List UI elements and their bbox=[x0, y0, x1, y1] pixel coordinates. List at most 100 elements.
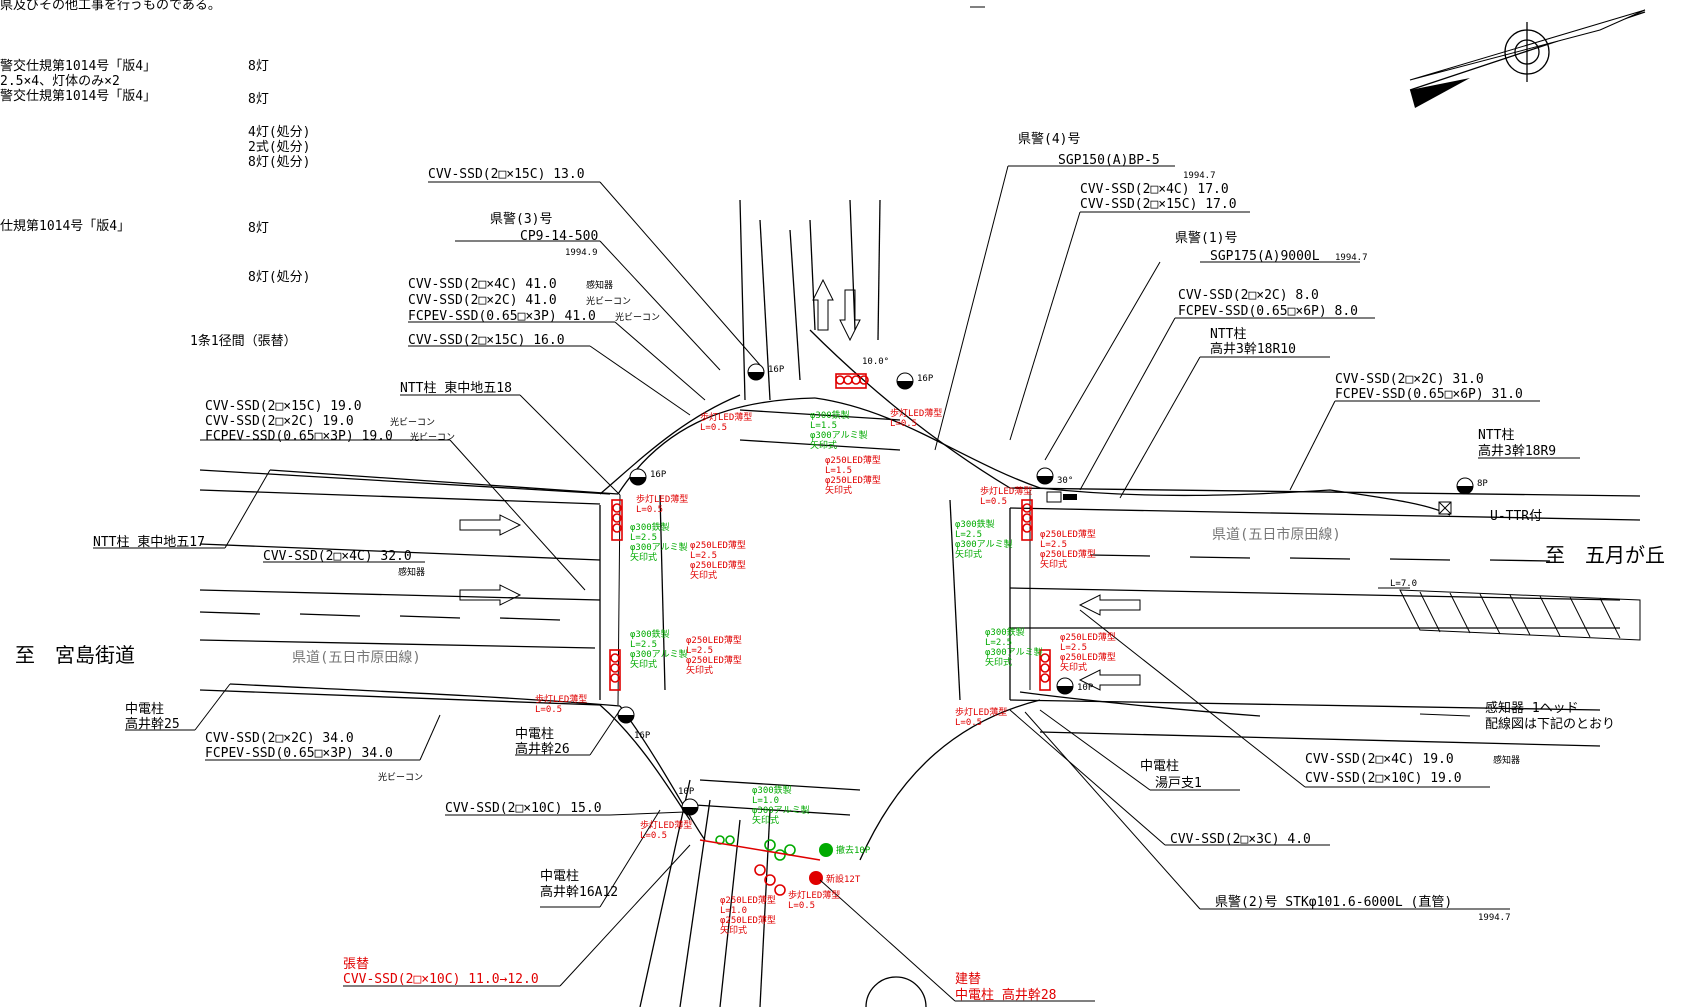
signal-label: 矢印式 bbox=[686, 664, 713, 676]
callout: CVV-SSD(2□×2C) 19.0 bbox=[205, 414, 354, 429]
manhole-icon bbox=[865, 976, 927, 1007]
callout-red: 張替 bbox=[343, 957, 369, 972]
callout: CVV-SSD(2□×2C) 31.0 bbox=[1335, 372, 1484, 387]
callout: CVV-SSD(2□×15C) 13.0 bbox=[428, 167, 585, 182]
signal-label: 矢印式 bbox=[690, 569, 717, 581]
pole-icon bbox=[747, 363, 765, 381]
pole-top-angle: 10.0° bbox=[862, 357, 889, 367]
left-destination: 至 宮島街道 bbox=[15, 643, 135, 667]
callout: 中電柱 bbox=[515, 727, 554, 742]
callout: CVV-SSD(2□×10C) 15.0 bbox=[445, 801, 602, 816]
callout: 高井幹25 bbox=[125, 716, 180, 732]
note-qty: 8灯 bbox=[248, 221, 269, 236]
callout: CVV-SSD(2□×15C) 17.0 bbox=[1080, 197, 1237, 212]
pole-rem-label: 撤去10P bbox=[836, 844, 871, 856]
callout: NTT柱 bbox=[1478, 428, 1514, 443]
note-text: 警交仕規第1014号「版4」 bbox=[0, 88, 156, 104]
callout-red: 建替 bbox=[955, 972, 981, 987]
callout-tag: 感知器 bbox=[1493, 754, 1520, 766]
callout: L=7.0 bbox=[1390, 579, 1417, 589]
signal-label: φ250LED薄型 bbox=[825, 454, 881, 466]
callout-tag: 光ビーコン bbox=[586, 295, 631, 307]
callout: 中電柱 bbox=[125, 702, 164, 717]
ped-label: 歩灯LED薄型 bbox=[955, 706, 1007, 718]
poles: 16P 16P 16P 30° 8P 10P 16P 10P 新設12T 撤去1… bbox=[617, 357, 1488, 1007]
ped-label: 歩灯LED薄型 bbox=[535, 693, 587, 705]
signal-label: L=2.5 bbox=[686, 646, 713, 656]
signal-label: φ250LED薄型 bbox=[686, 634, 742, 646]
callout: FCPEV-SSD(0.65□×3P) 34.0 bbox=[205, 746, 393, 761]
callout-date: 1994.7 bbox=[1335, 253, 1368, 263]
callout-date: 1994.7 bbox=[1478, 913, 1511, 923]
callout: SGP150(A)BP-5 bbox=[1058, 153, 1160, 168]
signal-label: φ300鉄製 bbox=[955, 518, 995, 530]
callout: CVV-SSD(2□×2C) 34.0 bbox=[205, 731, 354, 746]
signal-label: φ300鉄製 bbox=[752, 784, 792, 796]
signal-label: 矢印式 bbox=[955, 548, 982, 560]
callout: 高井幹26 bbox=[515, 741, 570, 757]
signal-label: 矢印式 bbox=[810, 439, 837, 451]
callout: 高井幹16A12 bbox=[540, 884, 618, 900]
note-qty: 2式(処分) bbox=[248, 140, 310, 155]
callout-date: 1994.7 bbox=[1183, 171, 1216, 181]
ped-label: L=0.5 bbox=[535, 705, 562, 715]
signal-label: L=2.5 bbox=[630, 533, 657, 543]
callout: FCPEV-SSD(0.65□×6P) 8.0 bbox=[1178, 304, 1358, 319]
signal-label: 矢印式 bbox=[720, 924, 747, 936]
notes-list: 警交仕規第1014号「版4」 8灯 2.5×4、灯体のみ×2 警交仕規第1014… bbox=[0, 58, 310, 349]
signal-label: L=1.5 bbox=[825, 466, 852, 476]
callout: CVV-SSD(2□×10C) 19.0 bbox=[1305, 771, 1462, 786]
u-ttr-icon bbox=[1438, 501, 1452, 515]
signal-label: L=2.5 bbox=[690, 551, 717, 561]
signal-label: L=1.0 bbox=[752, 796, 779, 806]
ped-label: L=0.5 bbox=[788, 901, 815, 911]
callout: 中電柱 bbox=[1140, 759, 1179, 774]
header-text: 県及びその他工事を行うものである。 bbox=[0, 0, 221, 13]
signal-label: φ300アルミ製 bbox=[810, 429, 868, 441]
note-text: 2.5×4、灯体のみ×2 bbox=[0, 74, 120, 89]
signal-label: L=1.5 bbox=[810, 421, 837, 431]
signal-label: φ250LED薄型 bbox=[720, 914, 776, 926]
ped-label: 歩灯LED薄型 bbox=[980, 485, 1032, 497]
road-outlines bbox=[199, 199, 1641, 1007]
pole-icon bbox=[617, 706, 635, 724]
pole-r-label: 30° bbox=[1057, 476, 1073, 486]
callout: FCPEV-SSD(0.65□×6P) 31.0 bbox=[1335, 387, 1523, 402]
note-qty: 8灯 bbox=[248, 59, 269, 74]
leader-lines bbox=[93, 165, 1580, 1002]
signal-label: φ250LED薄型 bbox=[690, 539, 746, 551]
callout: CVV-SSD(2□×15C) 16.0 bbox=[408, 333, 565, 348]
ped-label: 歩灯LED薄型 bbox=[700, 411, 752, 423]
callout-red: 中電柱 高井幹28 bbox=[955, 987, 1056, 1003]
pole-new-label: 新設12T bbox=[826, 873, 861, 885]
pole-tl-label: 16P bbox=[650, 470, 667, 480]
note-qty: 8灯(処分) bbox=[248, 155, 310, 170]
pole-icon bbox=[681, 798, 699, 816]
pole-rb-label: 10P bbox=[1077, 683, 1094, 693]
pole-icon bbox=[1456, 477, 1474, 495]
note-text: 警交仕規第1014号「版4」 bbox=[0, 58, 156, 74]
callout: 中電柱 bbox=[540, 869, 579, 884]
signal-labels: 歩灯LED薄型 L=0.5 歩灯LED薄型 L=0.5 歩灯LED薄型 L=0.… bbox=[535, 407, 1116, 936]
callout: CVV-SSD(2□×4C) 17.0 bbox=[1080, 182, 1229, 197]
signal-label: 矢印式 bbox=[985, 656, 1012, 668]
callout: FCPEV-SSD(0.65□×3P) 19.0 bbox=[205, 429, 393, 444]
callout: NTT柱 bbox=[1210, 327, 1246, 342]
callout: U-TTR付 bbox=[1490, 509, 1542, 524]
signal-label: 矢印式 bbox=[630, 551, 657, 563]
pole-icon bbox=[1036, 467, 1054, 485]
callout-title: 県警(4)号 bbox=[1018, 131, 1080, 147]
signal-label: φ250LED薄型 bbox=[686, 654, 742, 666]
signal-label: φ300鉄製 bbox=[630, 628, 670, 640]
callout: 感知器 1ヘッド bbox=[1485, 700, 1579, 716]
callout-tag: 光ビーコン bbox=[410, 431, 455, 443]
callout: CVV-SSD(2□×4C) 41.0 bbox=[408, 277, 557, 292]
signal-label: L=2.5 bbox=[1060, 643, 1087, 653]
callout-red: CVV-SSD(2□×10C) 11.0→12.0 bbox=[343, 972, 539, 987]
callout-tag: 光ビーコン bbox=[615, 311, 660, 323]
callout-tag: 感知器 bbox=[586, 279, 613, 291]
ped-label: 歩灯LED薄型 bbox=[640, 819, 692, 831]
callout-tag: 光ビーコン bbox=[378, 771, 423, 783]
note-text: 仕規第1014号「版4」 bbox=[0, 219, 130, 234]
ped-label: 歩灯LED薄型 bbox=[788, 889, 840, 901]
